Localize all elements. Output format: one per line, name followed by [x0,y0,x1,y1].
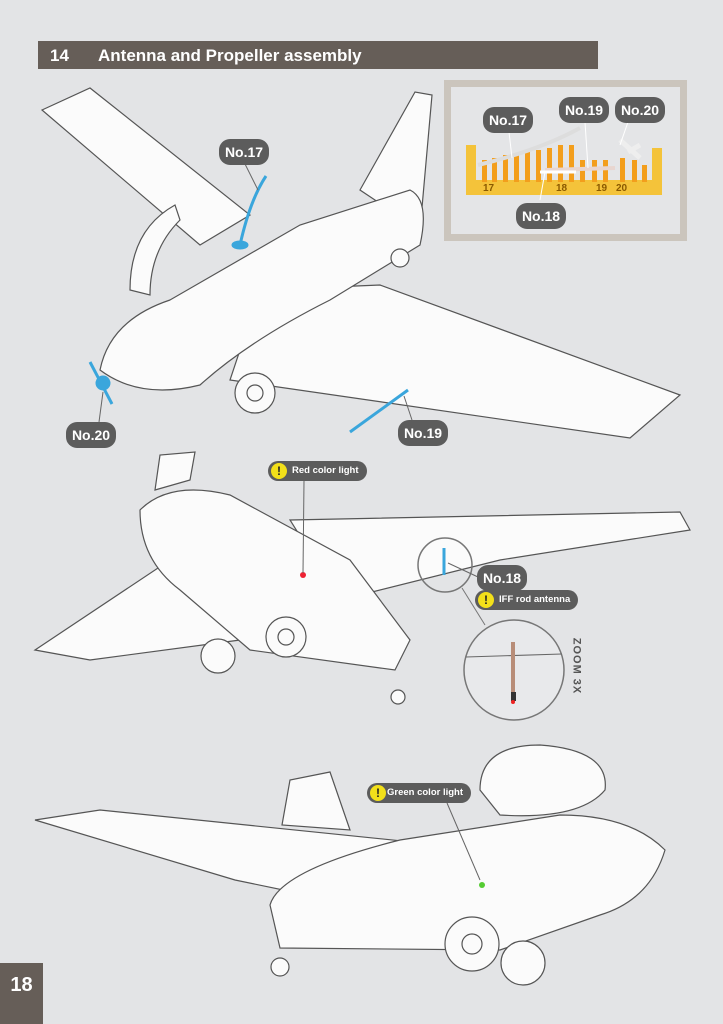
parts-sprue: 17 18 19 20 [466,121,662,201]
sprue-number: 20 [616,183,628,194]
sprue-number: 19 [596,183,608,194]
warning-icon: ! [478,592,494,608]
note-iff-antenna: ! IFF rod antenna [475,590,579,610]
label-no20: No.20 [66,422,116,448]
parts-label-no20: No.20 [615,97,665,123]
zoom-callout [417,537,565,721]
leader-lines [98,163,481,881]
parts-label-no18: No.18 [516,203,566,229]
warning-icon: ! [271,463,287,479]
aircraft-view-2 [33,451,691,705]
step-number: 14 [50,46,69,65]
note-text: IFF rod antenna [499,594,571,605]
page-number: 18 [0,963,43,1024]
label-no17: No.17 [219,139,269,165]
sprue-number: 18 [556,183,568,194]
red-light [300,572,306,578]
note-green-light: !Green color light [367,783,472,803]
label-no19: No.19 [398,420,448,446]
note-red-light: ! Red color light [268,461,367,481]
aircraft-view-1 [40,87,682,439]
step-header: 14 Antenna and Propeller assembly [38,41,598,69]
blue-parts-view-1 [88,175,409,434]
warning-icon: ! [370,785,386,801]
parts-label-no19: No.19 [559,97,609,123]
note-text: Red color light [292,465,359,476]
note-text: Green color light [387,787,464,798]
parts-label-no17: No.17 [483,107,533,133]
sprue-number: 17 [483,183,495,194]
step-title: Antenna and Propeller assembly [98,46,362,65]
zoom-label: ZOOM 3X [570,637,583,695]
label-no18: No.18 [477,565,527,591]
aircraft-view-3 [34,744,666,986]
green-light [479,882,485,888]
